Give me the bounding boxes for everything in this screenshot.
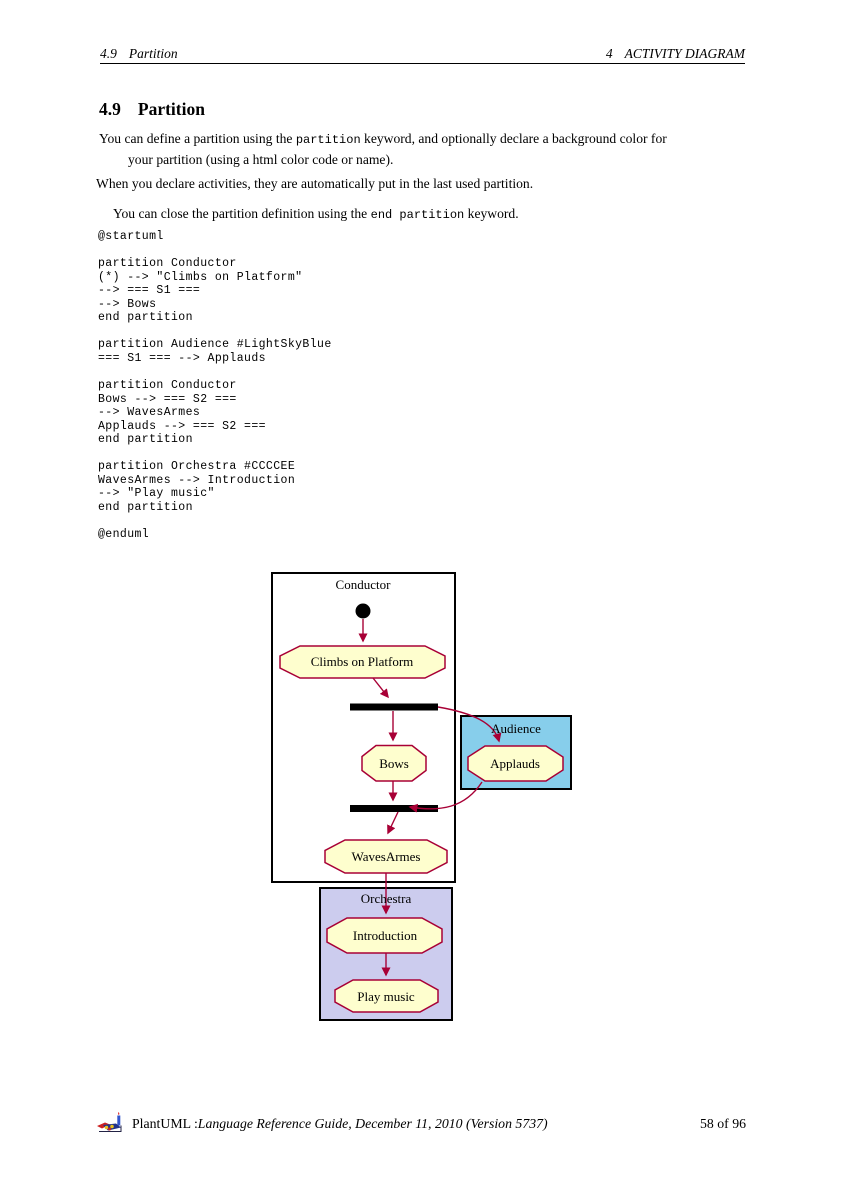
logo-yellow-dot: [104, 1125, 109, 1130]
activity-label-waves: WavesArmes: [352, 849, 421, 864]
logo-flame: [118, 1112, 120, 1115]
code-line: --> Bows: [98, 297, 157, 311]
activity-node-climbs: [279, 645, 446, 679]
code-line: [98, 365, 332, 379]
plantuml-logo: [97, 1112, 122, 1132]
activity-label-introduction: Introduction: [353, 928, 418, 943]
inline-code-partition: partition: [295, 133, 361, 147]
code-line: [98, 514, 332, 528]
partition-orchestra-title: Orchestra: [361, 891, 412, 906]
running-header-left: 4.9 Partition: [100, 46, 178, 62]
paragraph-declare-activities: When you declare activities, they are au…: [96, 176, 534, 191]
activity-label-play: Play music: [357, 989, 415, 1004]
section-number: 4.9: [99, 99, 121, 119]
header-rule: [100, 63, 745, 64]
activity-label-bows: Bows: [379, 756, 409, 771]
code-line: === S1 === --> Applauds: [98, 351, 266, 365]
paragraph-text: You can close the partition definition u…: [113, 206, 371, 221]
inline-code-end-partition: end partition: [370, 208, 465, 222]
running-header-left-number: 4.9: [100, 46, 117, 61]
logo-red-dot: [108, 1127, 111, 1131]
page-footer: PlantUML : Language Reference Guide, Dec…: [96, 1110, 746, 1137]
activity-node-applauds: [467, 745, 564, 782]
footer-brand: PlantUML :: [132, 1115, 198, 1131]
code-line: end partition: [98, 500, 193, 514]
code-block: @startuml partition Conductor (*) --> "C…: [98, 230, 332, 542]
code-line: --> === S1 ===: [98, 284, 201, 298]
arrow-s2-to-waves: [387, 811, 399, 835]
logo-yellow-dot: [110, 1124, 114, 1129]
paragraph-text: your partition (using a html color code …: [128, 152, 394, 167]
logo-candle: [117, 1115, 121, 1126]
code-line: partition Conductor: [98, 379, 237, 393]
sync-bar-s1: [350, 703, 438, 711]
logo-outline: [99, 1125, 122, 1132]
code-line: [98, 244, 332, 258]
running-header-left-title: Partition: [128, 46, 178, 61]
footer-page-number: 58 of 96: [700, 1115, 746, 1131]
code-line: Bows --> === S2 ===: [98, 392, 237, 406]
paragraph-close-partition: You can close the partition definition u…: [113, 204, 519, 225]
paragraph-text: keyword, and optionally declare a backgr…: [360, 131, 667, 146]
code-line: WavesArmes --> Introduction: [98, 473, 296, 487]
code-line: --> "Play music": [98, 487, 215, 501]
code-line: @enduml: [98, 528, 150, 542]
code-line: end partition: [98, 433, 193, 447]
running-header-right-title: ACTIVITY DIAGRAM: [624, 46, 745, 61]
activity-node-bows: [361, 744, 427, 782]
paragraph-text: You can define a partition using the: [99, 131, 296, 146]
running-header: 4.9 Partition 4 ACTIVITY DIAGRAM: [100, 46, 745, 62]
paragraph-text: keyword.: [464, 206, 519, 221]
paragraph-define-partition: You can define a partition using the par…: [99, 129, 749, 169]
code-line: @startuml: [98, 230, 164, 243]
code-line: Applauds --> === S2 ===: [98, 419, 266, 433]
activity-node-waves: [324, 839, 448, 874]
start-node: [355, 603, 371, 619]
activity-node-play: [334, 979, 439, 1013]
running-header-right: 4 ACTIVITY DIAGRAM: [606, 46, 745, 62]
code-line: (*) --> "Climbs on Platform": [98, 270, 303, 284]
code-line: [98, 325, 332, 339]
activity-node-introduction: [326, 917, 443, 954]
activity-diagram-svg: Conductor Audience Orchestra Climbs on P…: [271, 572, 572, 1021]
code-line: --> WavesArmes: [98, 406, 201, 420]
arrow-climbs-to-s1: [372, 677, 389, 699]
arrow-s1-to-applauds: [437, 706, 502, 743]
activity-diagram: Conductor Audience Orchestra Climbs on P…: [255, 565, 585, 1030]
code-line: partition Orchestra #CCCCEE: [98, 460, 296, 474]
footer-doc-title: Language Reference Guide, December 11, 2…: [197, 1115, 548, 1131]
code-line: partition Conductor: [98, 257, 237, 271]
activity-label-applauds: Applauds: [490, 756, 540, 771]
partition-conductor-title: Conductor: [336, 577, 392, 592]
code-line: partition Audience #LightSkyBlue: [98, 338, 332, 352]
arrow-applauds-to-s2: [408, 781, 483, 813]
running-header-right-number: 4: [605, 46, 613, 61]
code-line: [98, 447, 332, 461]
activity-label-climbs: Climbs on Platform: [311, 654, 414, 669]
code-line: end partition: [98, 311, 193, 325]
partition-audience-title: Audience: [491, 721, 541, 736]
section-title: Partition: [137, 99, 205, 119]
sync-bar-s2: [350, 805, 438, 812]
section-heading: 4.9 Partition: [99, 99, 205, 120]
